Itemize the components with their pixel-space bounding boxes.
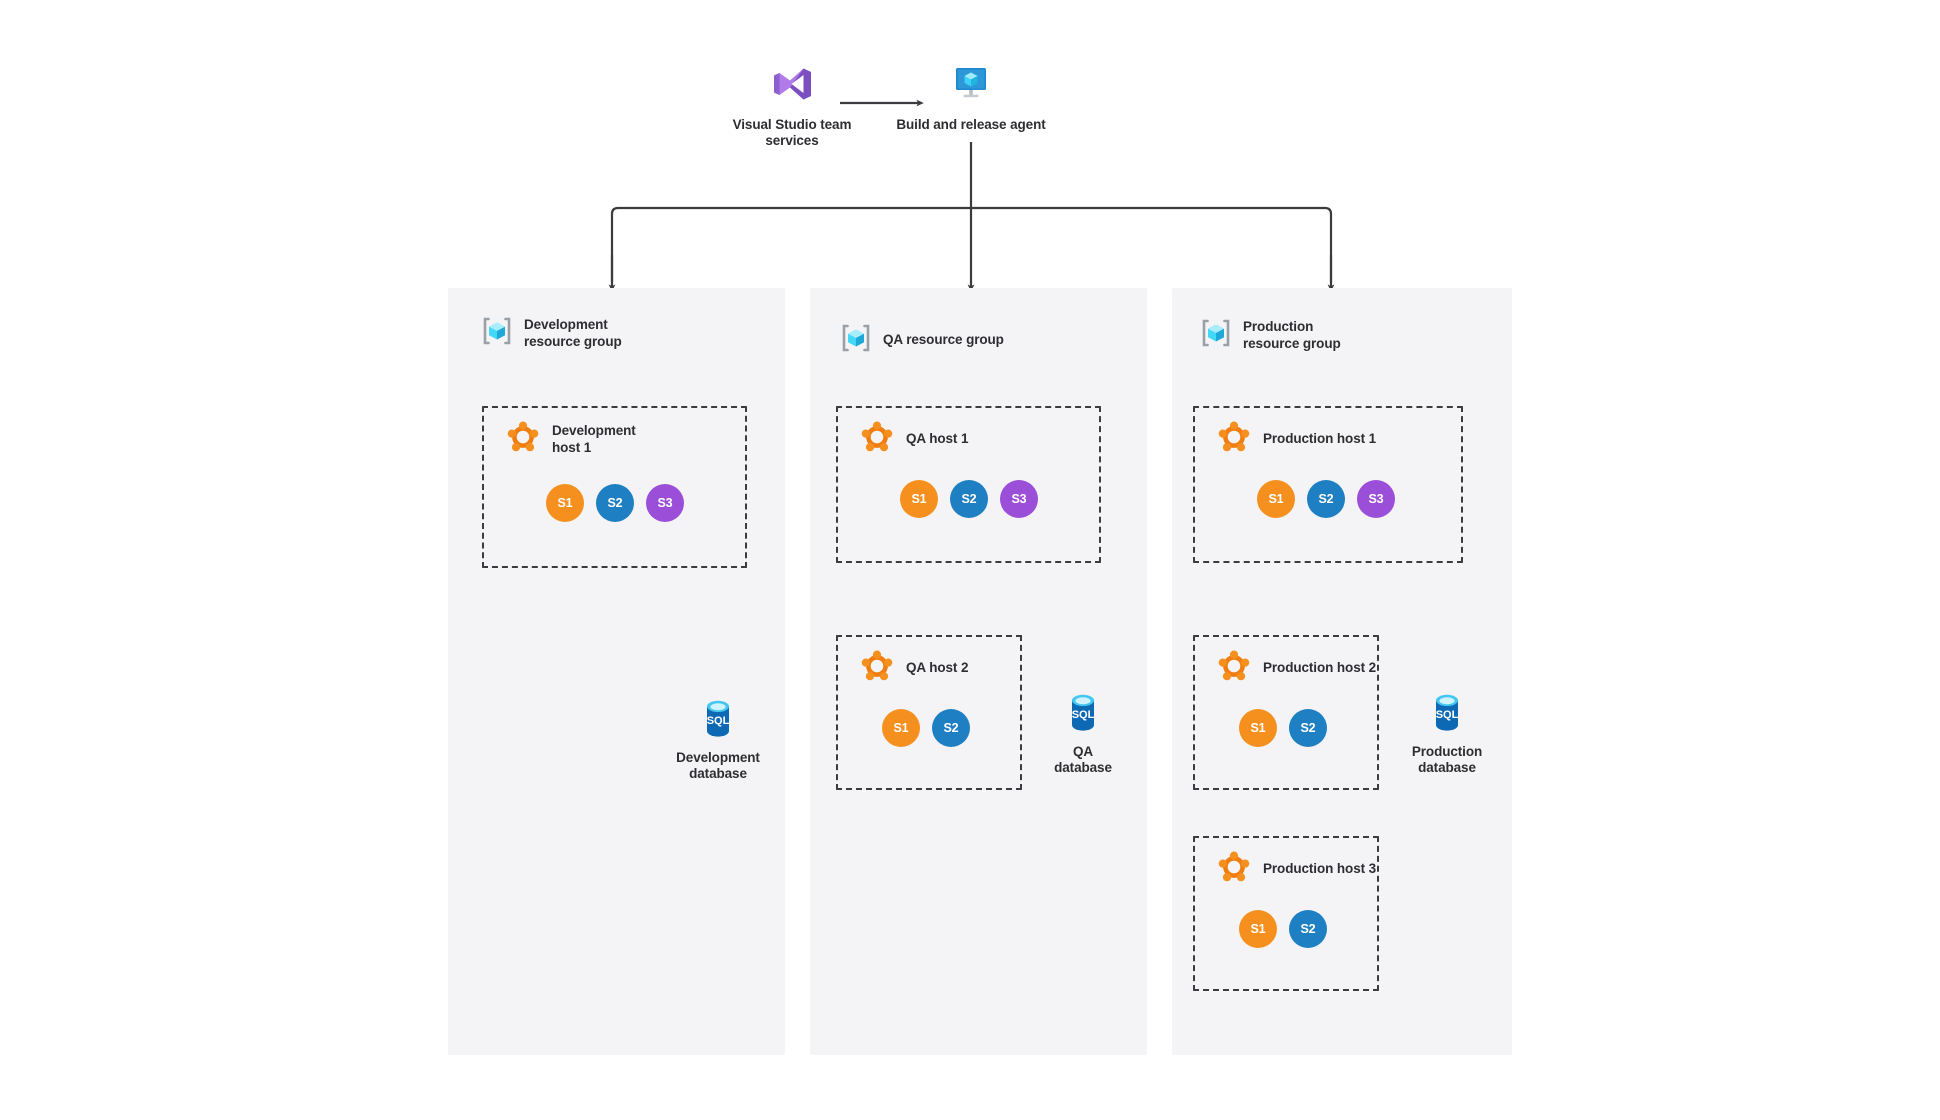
service-s2[interactable]: S2: [1289, 709, 1327, 747]
service-s2[interactable]: S2: [596, 484, 634, 522]
panel-development-resource-group: [448, 288, 785, 1055]
visual-studio-icon: [707, 62, 877, 111]
qa-host-1-label: QA host 1: [906, 431, 969, 447]
svg-text:SQL: SQL: [1436, 709, 1459, 721]
service-s2[interactable]: S2: [950, 480, 988, 518]
production-host-3-label: Production host 3: [1263, 861, 1377, 877]
qa-host-2-services: S1 S2: [882, 709, 970, 747]
production-host-1-services: S1 S2 S3: [1257, 480, 1395, 518]
production-database-label: Production database: [1411, 744, 1483, 776]
host-production-host-3-header: Production host 3: [1217, 850, 1376, 889]
node-build-release-agent[interactable]: Build and release agent: [886, 62, 1056, 133]
wire-distribution-bus: [610, 206, 1333, 282]
resource-group-icon: [840, 322, 872, 359]
production-host-2-services: S1 S2: [1239, 709, 1327, 747]
service-s3[interactable]: S3: [1000, 480, 1038, 518]
service-s2[interactable]: S2: [932, 709, 970, 747]
production-host-2-label: Production host 2: [1263, 660, 1377, 676]
host-qa-host-2-header: QA host 2: [860, 649, 968, 688]
production-host-3-services: S1 S2: [1239, 910, 1327, 948]
service-fabric-host-icon: [1217, 850, 1251, 889]
service-s1[interactable]: S1: [882, 709, 920, 747]
service-s1[interactable]: S1: [1257, 480, 1295, 518]
panel-qa-resource-group: [810, 288, 1147, 1055]
service-s1[interactable]: S1: [900, 480, 938, 518]
node-qa-database[interactable]: SQL QA database: [1008, 692, 1158, 777]
development-database-label: Development database: [676, 750, 760, 782]
sql-database-icon: SQL: [1008, 692, 1158, 739]
host-qa-host-1-header: QA host 1: [860, 420, 968, 459]
development-host-1-services: S1 S2 S3: [546, 484, 684, 522]
service-s1[interactable]: S1: [1239, 709, 1277, 747]
sql-database-icon: SQL: [643, 698, 793, 745]
service-fabric-host-icon: [1217, 420, 1251, 459]
host-production-host-3[interactable]: Production host 3 S1 S2: [1193, 836, 1379, 991]
service-s1[interactable]: S1: [546, 484, 584, 522]
service-s1[interactable]: S1: [1239, 910, 1277, 948]
host-production-host-2[interactable]: Production host 2 S1 S2: [1193, 635, 1379, 790]
host-qa-host-2[interactable]: QA host 2 S1 S2: [836, 635, 1022, 790]
sql-database-icon: SQL: [1372, 692, 1522, 739]
node-visual-studio[interactable]: Visual Studio team services: [707, 62, 877, 150]
node-development-database[interactable]: SQL Development database: [643, 698, 793, 783]
header-production-resource-group[interactable]: Production resource group: [1200, 317, 1341, 354]
service-fabric-host-icon: [506, 420, 540, 459]
service-s2[interactable]: S2: [1307, 480, 1345, 518]
build-release-agent-label: Build and release agent: [896, 117, 1046, 132]
visual-studio-label: Visual Studio team services: [732, 117, 852, 149]
resource-group-icon: [481, 315, 513, 352]
service-s3[interactable]: S3: [646, 484, 684, 522]
qa-host-2-label: QA host 2: [906, 660, 969, 676]
resource-group-icon: [1200, 317, 1232, 354]
node-production-database[interactable]: SQL Production database: [1372, 692, 1522, 777]
host-development-host-1-header: Development host 1: [506, 420, 636, 459]
production-host-1-label: Production host 1: [1263, 431, 1377, 447]
host-qa-host-1[interactable]: QA host 1 S1 S2 S3: [836, 406, 1101, 563]
development-resource-group-label: Development resource group: [524, 317, 622, 349]
header-development-resource-group[interactable]: Development resource group: [481, 315, 622, 352]
host-production-host-2-header: Production host 2: [1217, 649, 1376, 688]
service-s3[interactable]: S3: [1357, 480, 1395, 518]
production-resource-group-label: Production resource group: [1243, 319, 1341, 351]
host-production-host-1-header: Production host 1: [1217, 420, 1376, 459]
host-production-host-1[interactable]: Production host 1 S1 S2 S3: [1193, 406, 1463, 563]
build-release-agent-icon: [886, 62, 1056, 111]
qa-resource-group-label: QA resource group: [883, 332, 1004, 348]
service-fabric-host-icon: [860, 420, 894, 459]
qa-host-1-services: S1 S2 S3: [900, 480, 1038, 518]
host-development-host-1[interactable]: Development host 1 S1 S2 S3: [482, 406, 747, 568]
service-fabric-host-icon: [860, 649, 894, 688]
svg-text:SQL: SQL: [1072, 709, 1095, 721]
service-fabric-host-icon: [1217, 649, 1251, 688]
service-s2[interactable]: S2: [1289, 910, 1327, 948]
qa-database-label: QA database: [1054, 744, 1112, 776]
development-host-1-label: Development host 1: [552, 423, 636, 455]
svg-text:SQL: SQL: [707, 715, 730, 727]
header-qa-resource-group[interactable]: QA resource group: [840, 322, 1004, 359]
